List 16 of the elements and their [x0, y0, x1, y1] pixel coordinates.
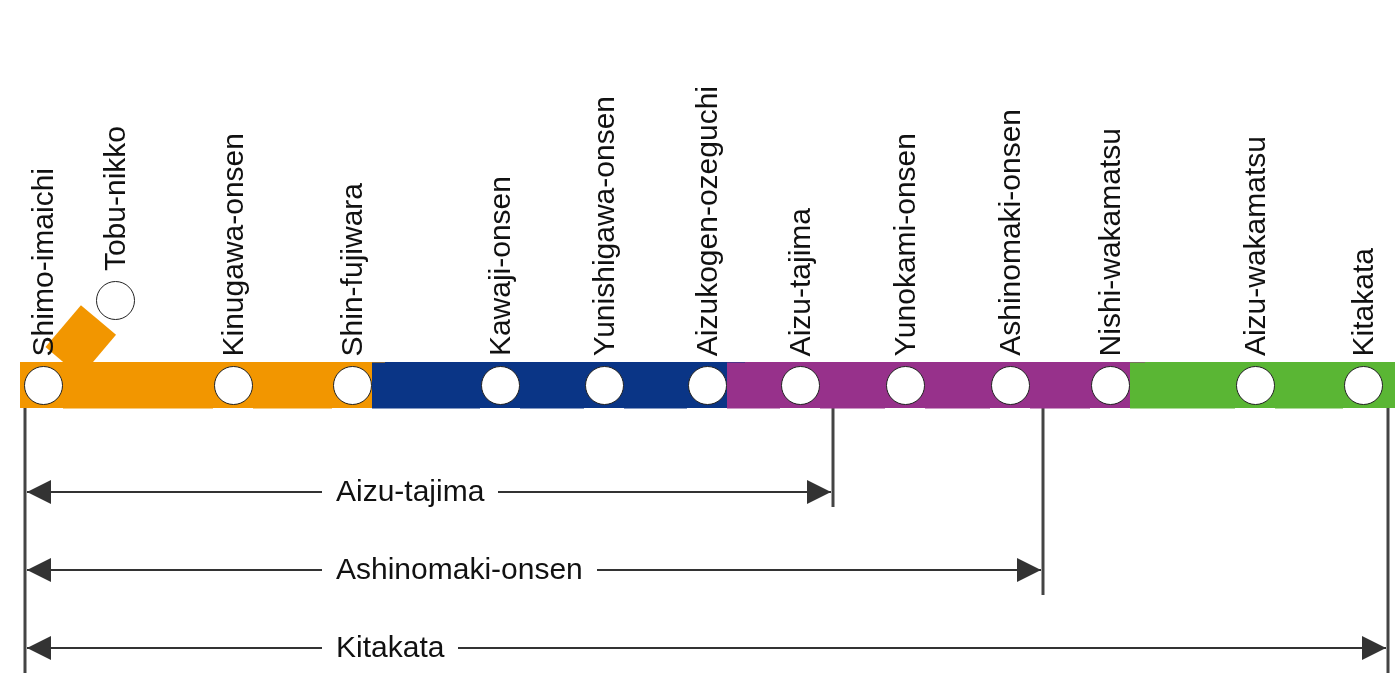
- track-segment: [727, 362, 780, 409]
- station-name: Nishi-wakamatsu: [1095, 127, 1125, 356]
- station-name: Kinugawa-onsen: [218, 132, 248, 356]
- station-name: Ashinomaki-onsen: [995, 109, 1025, 356]
- station-name: Aizukogen-ozeguchi: [692, 85, 722, 356]
- track-segment: [1130, 362, 1235, 409]
- station-name: Aizu-tajima: [785, 207, 815, 356]
- station-name: Shimo-imaichi: [28, 167, 58, 356]
- station-name: Tobu-nikko: [100, 125, 130, 271]
- station-name: Yunokami-onsen: [890, 132, 920, 356]
- station-name: Kawaji-onsen: [485, 175, 515, 356]
- station-name: Yunishigawa-onsen: [589, 95, 619, 356]
- station-name: Kitakata: [1348, 247, 1378, 356]
- station-name: Aizu-wakamatsu: [1240, 135, 1270, 356]
- station-name: Shin-fujiwara: [337, 182, 367, 356]
- track-segment: [372, 362, 480, 409]
